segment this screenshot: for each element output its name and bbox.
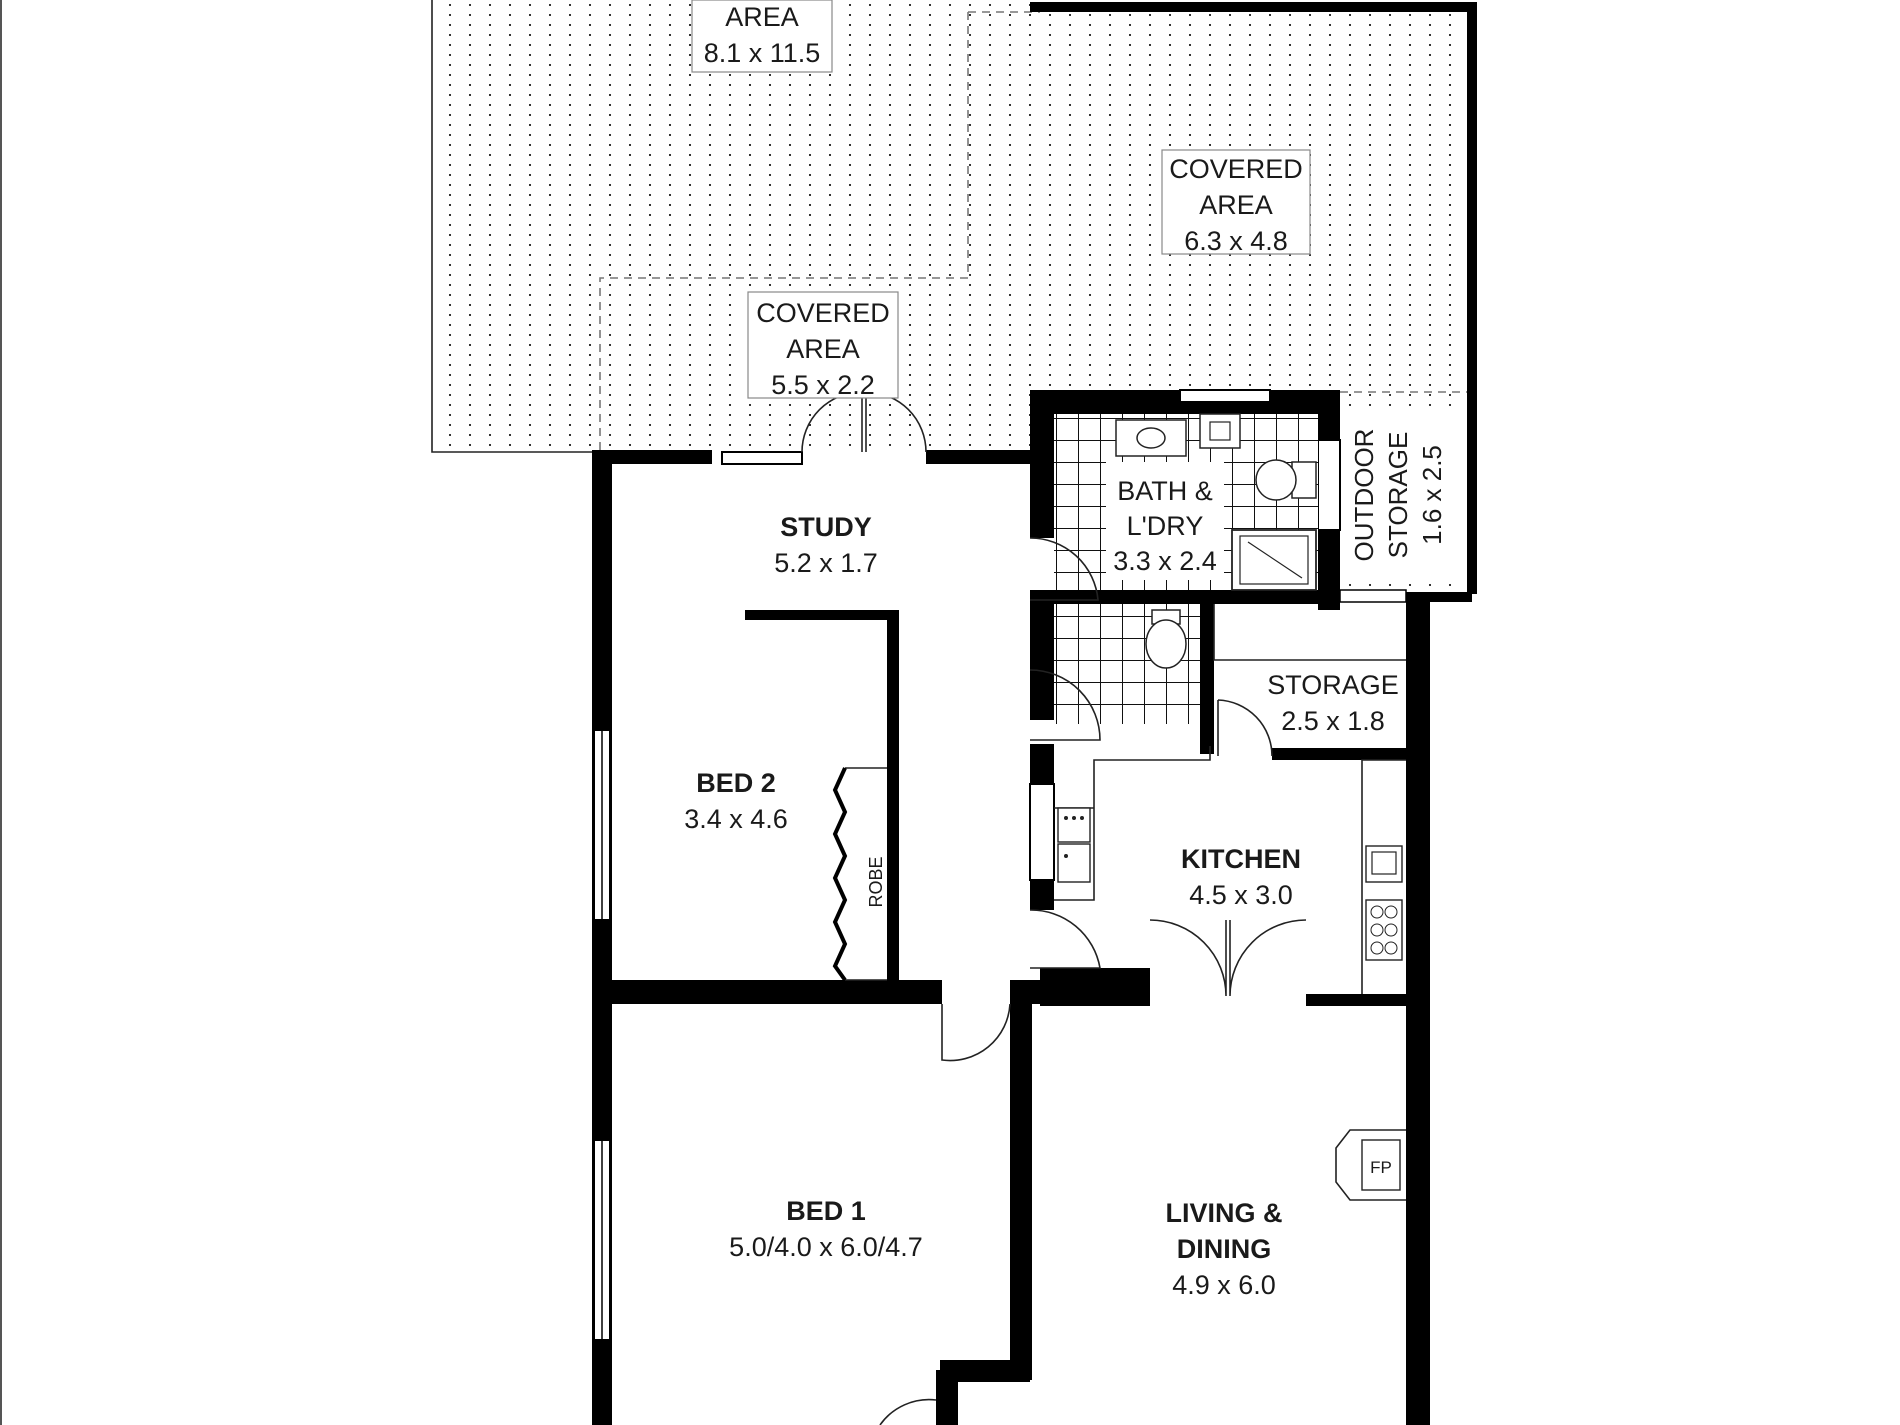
study-name: STUDY xyxy=(780,512,872,542)
windows xyxy=(593,389,1407,1341)
toilet-icon xyxy=(1255,459,1297,501)
covered-area-main-dims: 8.1 x 11.5 xyxy=(704,38,821,68)
kitchen-sink-icon xyxy=(1057,807,1091,843)
study-dims: 5.2 x 1.7 xyxy=(774,548,878,578)
door-bath xyxy=(1029,537,1099,601)
basin-icon xyxy=(1136,427,1166,449)
door-living-left xyxy=(1149,919,1227,997)
robe-doors xyxy=(832,767,848,982)
fireplace-label: FP xyxy=(1370,1158,1392,1177)
bed1-dims: 5.0/4.0 x 6.0/4.7 xyxy=(729,1232,923,1262)
door-storage xyxy=(1217,699,1273,757)
robe-label: ROBE xyxy=(866,856,886,907)
wet-areas xyxy=(1054,413,1318,724)
storage-name: STORAGE xyxy=(1267,670,1399,700)
bed1-name: BED 1 xyxy=(786,1196,866,1226)
bed2-dims: 3.4 x 4.6 xyxy=(684,804,788,834)
outdoor-storage-dims: 1.6 x 2.5 xyxy=(1417,445,1447,545)
doors xyxy=(801,391,1307,1425)
door-bed1-bottom xyxy=(879,1398,937,1425)
door-kitchen-hall xyxy=(1029,909,1101,969)
door-bed1 xyxy=(941,1003,1011,1062)
covered-area-small-name2: AREA xyxy=(786,334,860,364)
bath-dims: 3.3 x 2.4 xyxy=(1113,546,1217,576)
kitchen-dims: 4.5 x 3.0 xyxy=(1189,880,1293,910)
living-dims: 4.9 x 6.0 xyxy=(1172,1270,1276,1300)
dashed-division-1 xyxy=(599,12,969,452)
covered-area-main-name: AREA xyxy=(725,2,799,32)
outdoor-storage-name2: STORAGE xyxy=(1383,432,1413,559)
door-wc xyxy=(1029,669,1101,741)
fixtures xyxy=(832,604,1406,1201)
storage-dims: 2.5 x 1.8 xyxy=(1281,706,1385,736)
bath-name1: BATH & xyxy=(1117,476,1213,506)
living-name1: LIVING & xyxy=(1165,1198,1282,1228)
labels: AREA 8.1 x 11.5 COVERED AREA 6.3 x 4.8 C… xyxy=(684,2,1447,1300)
kitchen-name: KITCHEN xyxy=(1181,844,1301,874)
covered-area-small-name1: COVERED xyxy=(756,298,890,328)
covered-area-right-name1: COVERED xyxy=(1169,154,1303,184)
covered-area-small-dims: 5.5 x 2.2 xyxy=(771,370,875,400)
image-edge xyxy=(0,0,2,1425)
bed2-name: BED 2 xyxy=(696,768,776,798)
living-name2: DINING xyxy=(1177,1234,1272,1264)
covered-area-right-dims: 6.3 x 4.8 xyxy=(1184,226,1288,256)
bath-name2: L'DRY xyxy=(1127,511,1204,541)
outdoor-storage-name1: OUTDOOR xyxy=(1349,429,1379,562)
covered-area-hatch xyxy=(432,0,1472,452)
door-living-right xyxy=(1229,919,1307,997)
covered-area-right-name2: AREA xyxy=(1199,190,1273,220)
wc-toilet-icon xyxy=(1145,619,1187,669)
